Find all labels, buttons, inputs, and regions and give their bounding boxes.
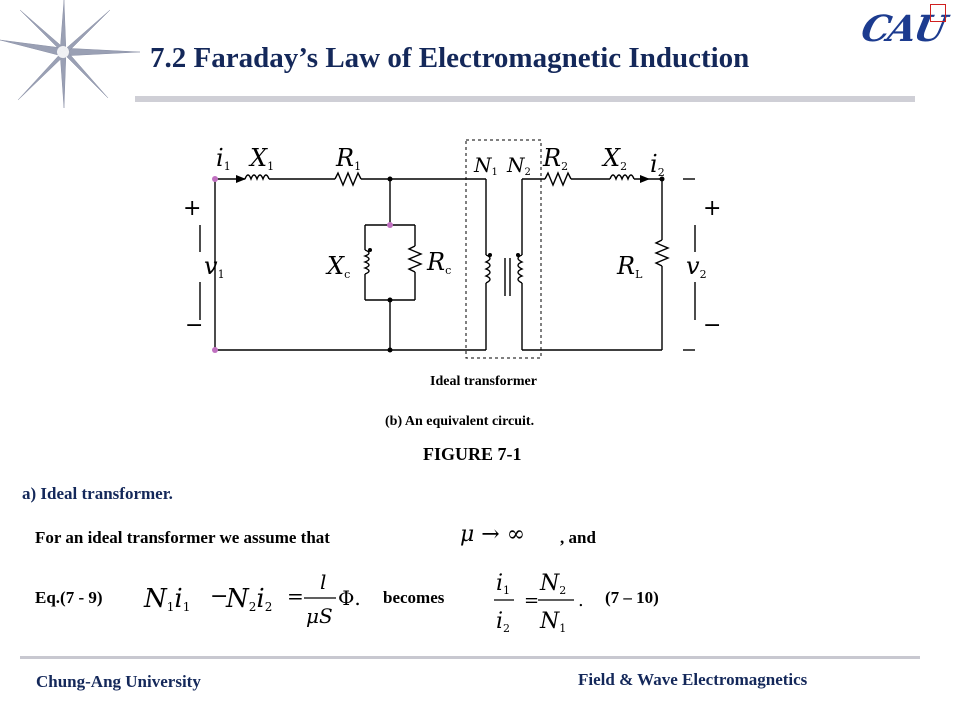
r1-sub: 1 bbox=[354, 160, 361, 173]
v2-sub: 2 bbox=[700, 268, 707, 281]
res-i1: i bbox=[496, 571, 503, 596]
eq-i2: i bbox=[256, 584, 264, 614]
and-text: , and bbox=[560, 528, 596, 547]
v2-plus: + bbox=[703, 196, 721, 221]
v1-plus: + bbox=[183, 196, 201, 221]
slide-title: 7.2 Faraday’s Law of Electromagnetic Ind… bbox=[150, 42, 750, 74]
x1-label: X bbox=[248, 144, 268, 172]
eq-i2-sub: 2 bbox=[265, 600, 273, 614]
svg-text:N1: N1 bbox=[473, 153, 498, 178]
svg-text:N2: N2 bbox=[506, 153, 531, 178]
eq-phi: Φ. bbox=[338, 586, 361, 610]
eq-n2: N bbox=[225, 584, 250, 614]
equation-reference: Eq.(7 - 9) bbox=[35, 588, 103, 607]
equation-7-9: N1i1 − N2i2 = l μS Φ. bbox=[143, 570, 361, 628]
equation-7-10: i1 i2 = N2 N1 . bbox=[494, 571, 584, 635]
res-equals: = bbox=[524, 590, 539, 611]
res-n1-sub: 1 bbox=[559, 622, 566, 635]
i2-label: i bbox=[650, 150, 658, 178]
res-i2-sub: 2 bbox=[503, 622, 510, 635]
eq-n1-sub: 1 bbox=[167, 600, 175, 614]
section-heading: a) Ideal transformer. bbox=[22, 484, 173, 503]
x2-label: X bbox=[601, 144, 621, 172]
footer-university: Chung-Ang University bbox=[36, 672, 201, 691]
eq-i1: i bbox=[174, 584, 182, 614]
svg-text:v2: v2 bbox=[686, 252, 707, 281]
r2-label: R bbox=[542, 144, 561, 172]
xc-sub: c bbox=[344, 268, 350, 281]
eq-numerator: l bbox=[320, 570, 326, 594]
res-i1-sub: 1 bbox=[503, 584, 510, 597]
svg-text:X2: X2 bbox=[601, 144, 627, 173]
v2-minus: − bbox=[703, 313, 721, 338]
svg-text:N2i2: N2i2 bbox=[225, 584, 272, 614]
eq-n1: N bbox=[143, 584, 168, 614]
eq-n2-sub: 2 bbox=[249, 600, 257, 614]
assumption-text: For an ideal transformer we assume that bbox=[35, 528, 330, 547]
svg-text:R2: R2 bbox=[542, 144, 568, 173]
equivalent-circuit-diagram: i1 X1 R1 N1 N2 R2 X2 i2 v1 v2 Xc Rc RL +… bbox=[183, 139, 721, 359]
res-n2-sub: 2 bbox=[559, 584, 566, 597]
svg-text:R1: R1 bbox=[335, 144, 361, 173]
star-decoration-icon bbox=[0, 0, 141, 109]
becomes-text: becomes bbox=[383, 588, 445, 607]
n2-label: N bbox=[506, 153, 526, 177]
title-divider bbox=[135, 96, 915, 102]
x2-sub: 2 bbox=[620, 160, 627, 173]
svg-text:N1i1: N1i1 bbox=[143, 584, 190, 614]
n1-label: N bbox=[473, 153, 493, 177]
svg-text:i1: i1 bbox=[496, 571, 510, 597]
figure-number: FIGURE 7-1 bbox=[423, 444, 522, 464]
i1-label: i bbox=[216, 144, 224, 172]
r1-label: R bbox=[335, 144, 354, 172]
svg-text:N2: N2 bbox=[539, 571, 566, 597]
eq-equals: = bbox=[287, 584, 304, 608]
footer-divider bbox=[20, 656, 920, 659]
res-i2: i bbox=[496, 609, 503, 634]
n2-sub: 2 bbox=[525, 167, 531, 178]
svg-text:N1: N1 bbox=[539, 609, 566, 635]
svg-text:i2: i2 bbox=[496, 609, 510, 635]
eq-i1-sub: 1 bbox=[183, 600, 191, 614]
xc-label: X bbox=[325, 252, 345, 280]
res-dot: . bbox=[578, 590, 584, 611]
i1-sub: 1 bbox=[224, 160, 231, 173]
footer-course: Field & Wave Electromagnetics bbox=[578, 670, 808, 689]
rl-sub: L bbox=[635, 268, 643, 281]
i2-sub: 2 bbox=[658, 166, 665, 179]
mu-infinity-math: μ → ∞ bbox=[460, 522, 526, 547]
svg-text:v1: v1 bbox=[204, 252, 225, 281]
equation-number: (7 – 10) bbox=[605, 588, 659, 607]
eq-minus: − bbox=[210, 584, 228, 609]
r2-sub: 2 bbox=[561, 160, 568, 173]
equivalent-circuit-caption: (b) An equivalent circuit. bbox=[385, 414, 535, 429]
v1-minus: − bbox=[185, 313, 203, 338]
rc-label: R bbox=[426, 248, 445, 276]
eq-denominator: μS bbox=[306, 604, 333, 628]
v2-label: v bbox=[686, 252, 700, 280]
res-n1: N bbox=[539, 609, 560, 634]
svg-text:i2: i2 bbox=[650, 150, 665, 179]
rc-sub: c bbox=[445, 264, 451, 277]
x1-sub: 1 bbox=[267, 160, 274, 173]
rl-label: R bbox=[616, 252, 635, 280]
res-n2: N bbox=[539, 571, 560, 596]
v1-label: v bbox=[204, 252, 218, 280]
ideal-transformer-caption: Ideal transformer bbox=[430, 374, 537, 389]
svg-text:X1: X1 bbox=[248, 144, 274, 173]
logo-box-icon bbox=[930, 4, 946, 22]
svg-text:RL: RL bbox=[616, 252, 643, 281]
v1-sub: 1 bbox=[218, 268, 225, 281]
svg-text:Rc: Rc bbox=[426, 248, 451, 277]
svg-text:Xc: Xc bbox=[325, 252, 350, 281]
svg-text:i1: i1 bbox=[216, 144, 231, 173]
n1-sub: 1 bbox=[492, 167, 498, 178]
